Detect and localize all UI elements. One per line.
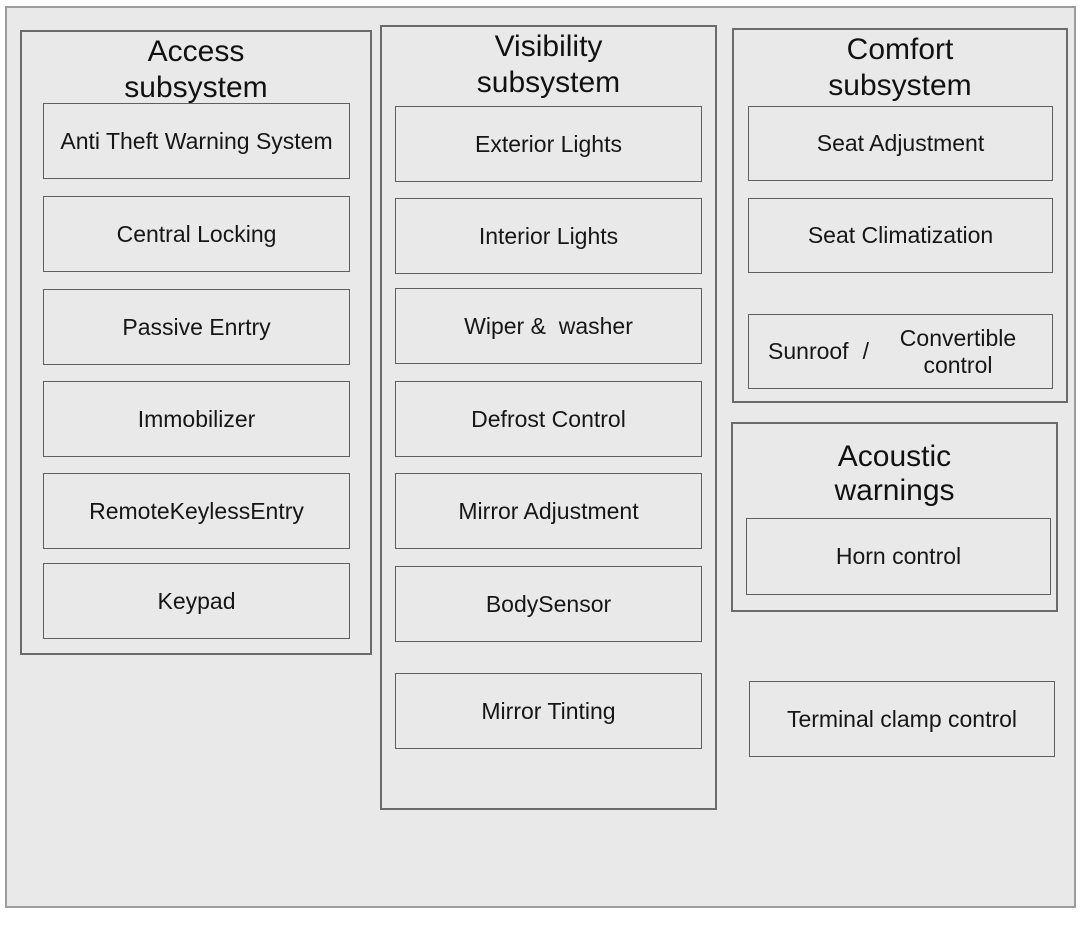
node-label: Wiper & washer bbox=[464, 312, 633, 339]
node-wiper-and-washer: Wiper & washer bbox=[395, 288, 702, 364]
group-access-subsystem: Access subsystem Anti Theft Warning Syst… bbox=[20, 30, 372, 655]
group-comfort-subsystem: Comfort subsystem Seat Adjustment Seat C… bbox=[732, 28, 1068, 403]
node-label: Mirror Adjustment bbox=[458, 497, 639, 524]
node-label: Horn control bbox=[835, 543, 962, 569]
node-defrost-control: Defrost Control bbox=[395, 381, 702, 457]
node-label: Immobilizer bbox=[137, 405, 256, 432]
node-label: Seat Climatization bbox=[807, 222, 994, 248]
sunroof-label: Sunroof bbox=[768, 338, 849, 364]
node-passive-entry: Passive Enrtry bbox=[43, 289, 350, 365]
node-interior-lights: Interior Lights bbox=[395, 198, 702, 274]
node-label: Central Locking bbox=[116, 220, 277, 247]
node-sunroof-convertible-control: Sunroof / Convertible control bbox=[748, 314, 1053, 389]
node-anti-theft-warning-system: Anti Theft Warning System bbox=[43, 103, 350, 179]
group-title-comfort: Comfort subsystem bbox=[828, 33, 972, 102]
node-mirror-adjustment: Mirror Adjustment bbox=[395, 473, 702, 549]
node-terminal-clamp-control: Terminal clamp control bbox=[749, 681, 1055, 757]
node-label: Terminal clamp control bbox=[786, 705, 1018, 732]
node-remote-keyless-entry: RemoteKeylessEntry bbox=[43, 473, 350, 549]
node-label: BodySensor bbox=[485, 590, 612, 617]
node-exterior-lights: Exterior Lights bbox=[395, 106, 702, 182]
group-visibility-subsystem: Visibility subsystem Exterior Lights Int… bbox=[380, 25, 717, 810]
node-label: Interior Lights bbox=[478, 222, 619, 249]
node-label: Seat Adjustment bbox=[816, 130, 985, 156]
node-label: Passive Enrtry bbox=[122, 313, 271, 340]
group-title-visibility: Visibility subsystem bbox=[476, 30, 621, 99]
node-keypad: Keypad bbox=[43, 563, 350, 639]
node-central-locking: Central Locking bbox=[43, 196, 350, 272]
node-immobilizer: Immobilizer bbox=[43, 381, 350, 457]
node-label: Mirror Tinting bbox=[481, 697, 616, 724]
node-label: Anti Theft Warning System bbox=[60, 127, 333, 154]
node-seat-adjustment: Seat Adjustment bbox=[748, 106, 1053, 181]
node-label: Exterior Lights bbox=[474, 130, 622, 157]
node-label: RemoteKeylessEntry bbox=[89, 497, 304, 524]
convertible-control-label: Convertible control bbox=[899, 324, 1017, 378]
group-title-access: Access subsystem bbox=[124, 35, 268, 104]
group-acoustic-warnings: Acoustic warnings Horn control bbox=[731, 422, 1058, 612]
body-control-diagram-canvas: Access subsystem Anti Theft Warning Syst… bbox=[5, 6, 1076, 908]
slash-separator: / bbox=[862, 338, 869, 364]
node-mirror-tinting: Mirror Tinting bbox=[395, 673, 702, 749]
node-horn-control: Horn control bbox=[746, 518, 1051, 595]
node-label: Keypad bbox=[157, 587, 236, 614]
node-seat-climatization: Seat Climatization bbox=[748, 198, 1053, 273]
group-title-acoustic: Acoustic warnings bbox=[834, 440, 955, 507]
node-body-sensor: BodySensor bbox=[395, 566, 702, 642]
node-label: Defrost Control bbox=[471, 405, 626, 432]
